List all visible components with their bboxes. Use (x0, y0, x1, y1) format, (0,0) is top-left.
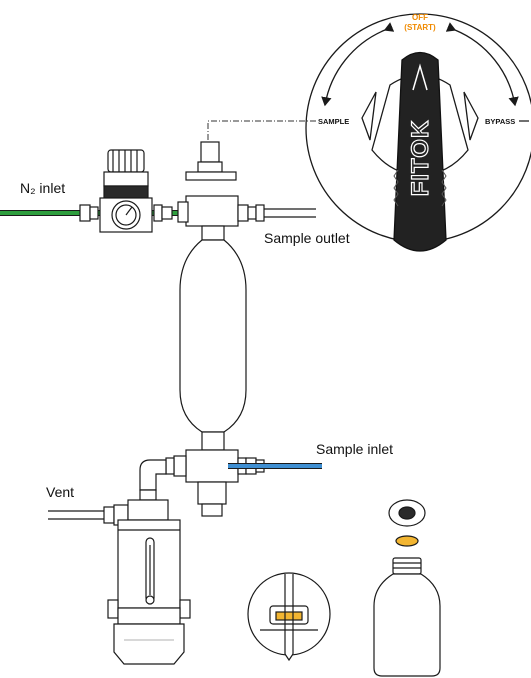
n2-inlet-label: N₂ inlet (20, 180, 66, 196)
knob-pointer (412, 63, 428, 91)
sample-inlet-line (228, 457, 322, 475)
sample-direction-arrow (321, 22, 395, 107)
knob-bypass-label: BYPASS (485, 117, 515, 126)
sample-cylinder (179, 225, 247, 451)
sample-bottle-assembly (373, 499, 441, 677)
knob-bezel-inner (361, 91, 479, 141)
vent-label: Vent (46, 484, 75, 500)
sample-outlet-label: Sample outlet (264, 230, 350, 246)
bottle-neck (392, 557, 422, 575)
knob-start-label: (START) (404, 23, 436, 32)
sample-outlet-line (264, 208, 316, 218)
device-base (113, 623, 185, 665)
n2-line-fittings (79, 204, 173, 222)
knob-sample-label: SAMPLE (318, 117, 349, 126)
bypass-direction-arrow (445, 22, 519, 107)
knob-handle (393, 51, 447, 252)
elbow-fitting (139, 459, 167, 491)
bottle-septum (395, 535, 419, 547)
knob-grip-right (441, 169, 447, 207)
sampling-device (107, 499, 191, 665)
top-three-way-valve (177, 141, 265, 227)
knob-brand-text: FITOK (407, 120, 434, 197)
valve-body-top (185, 195, 239, 227)
detail-leader-line (207, 120, 316, 140)
knob-off-label: OFF (412, 13, 428, 22)
bottle-body (373, 573, 441, 677)
needle-septum-closeup (247, 572, 331, 662)
valve-handle-top (200, 141, 220, 163)
valve-knob-detail (305, 13, 531, 252)
pressure-regulator (99, 149, 153, 233)
cylinder-body (179, 239, 247, 433)
knob-grip-left (393, 169, 399, 207)
sample-inlet-label: Sample inlet (316, 441, 394, 457)
closeup-washer (275, 611, 303, 621)
regulator-bonnet (103, 171, 149, 187)
